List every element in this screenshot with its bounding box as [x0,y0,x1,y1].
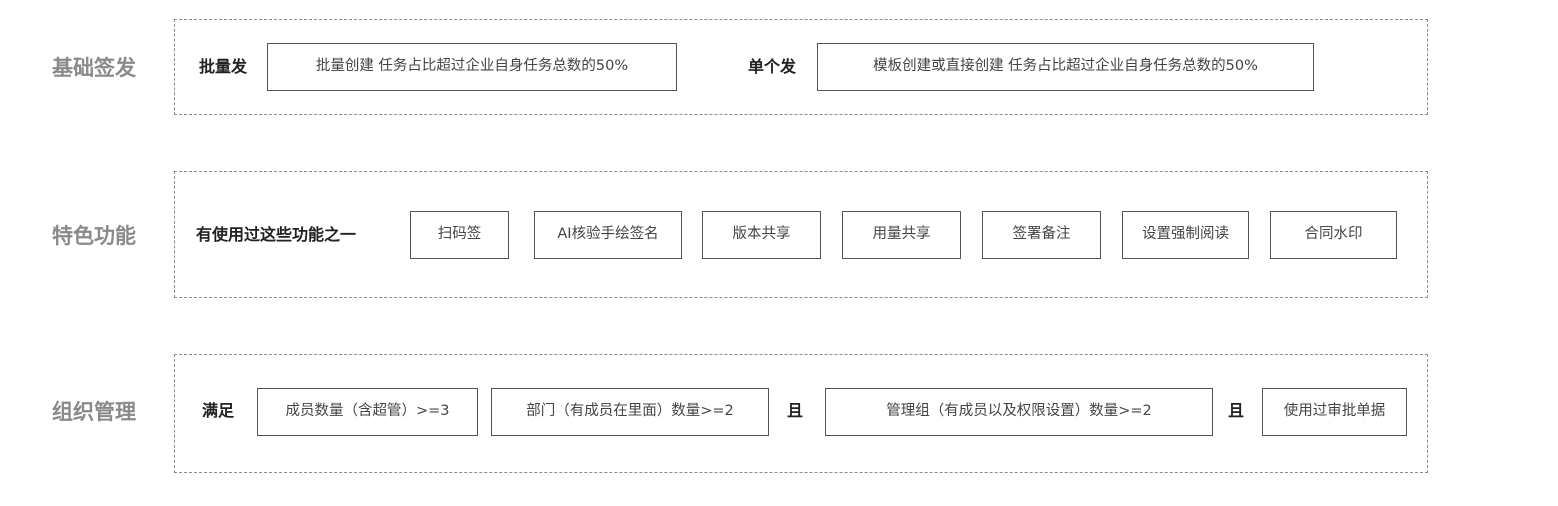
feature-box-force-reading: 设置强制阅读 [1122,211,1249,259]
org-connector-and-2: 且 [1228,401,1245,420]
feature-box-version-sharing: 版本共享 [702,211,821,259]
org-connector-and-1: 且 [787,401,804,420]
batch-send-condition: 批量创建 任务占比超过企业自身任务总数的50% [267,43,677,91]
feature-box-contract-watermark: 合同水印 [1270,211,1397,259]
feature-functions-group [174,171,1428,298]
org-condition-member-count: 成员数量（含超管）>=3 [257,388,478,436]
single-send-label: 单个发 [748,57,797,76]
feature-box-usage-sharing: 用量共享 [842,211,961,259]
batch-send-label: 批量发 [199,57,248,76]
feature-box-ai-signature-check: AI核验手绘签名 [534,211,682,259]
single-send-condition: 模板创建或直接创建 任务占比超过企业自身任务总数的50% [817,43,1314,91]
org-condition-admin-group-count: 管理组（有成员以及权限设置）数量>=2 [825,388,1213,436]
org-condition-approval-used: 使用过审批单据 [1262,388,1407,436]
org-condition-department-count: 部门（有成员在里面）数量>=2 [491,388,769,436]
org-management-group [174,354,1428,473]
feature-box-scan-sign: 扫码签 [410,211,509,259]
row-label-basic-signing: 基础签发 [52,56,136,80]
row-label-org-management: 组织管理 [52,400,136,424]
feature-box-signing-note: 签署备注 [982,211,1101,259]
basic-signing-group [174,19,1428,115]
feature-lead-label: 有使用过这些功能之一 [196,225,357,244]
row-label-feature-functions: 特色功能 [52,224,136,248]
org-lead-label: 满足 [202,401,235,420]
